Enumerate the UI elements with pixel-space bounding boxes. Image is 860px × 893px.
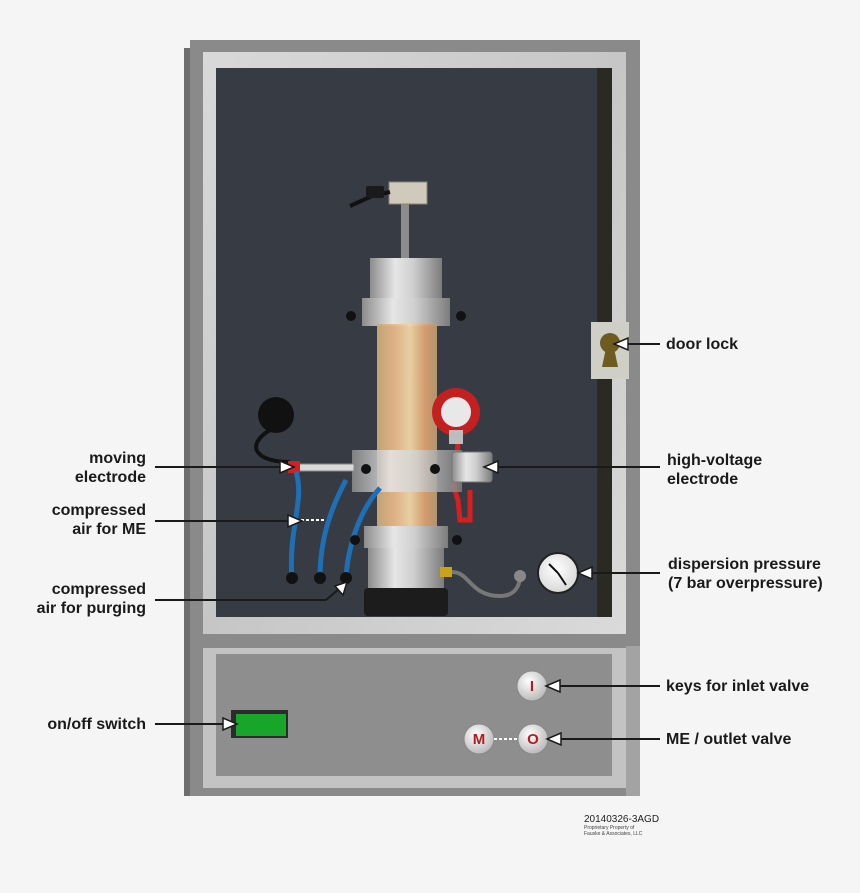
- label-dispersion-pressure: dispersion pressure (7 bar overpressure): [668, 555, 823, 593]
- credit-line2: Fauske & Associates, LLC: [584, 831, 643, 837]
- base-ring: [364, 588, 448, 616]
- outlet-key-label: O: [527, 731, 539, 748]
- label-me-outlet-valve: ME / outlet valve: [666, 731, 792, 748]
- label-moving-electrode-line2: electrode: [74, 469, 146, 486]
- me-valve-key[interactable]: M: [463, 723, 495, 755]
- label-on-off-switch: on/off switch: [47, 716, 146, 733]
- center-block-hole-left: [361, 464, 371, 474]
- blue-hose-3: [343, 486, 382, 579]
- label-keys-inlet-valve: keys for inlet valve: [666, 678, 810, 695]
- lower-flange-bolt-right: [452, 535, 462, 545]
- label-moving-electrode: moving electrode: [75, 449, 146, 487]
- arrowheads: [222, 336, 629, 747]
- gauge-end: [514, 570, 526, 582]
- cabinet-shadow: [184, 48, 192, 796]
- outlet-valve-key[interactable]: O: [517, 723, 549, 755]
- label-compressed-air-purging: compressed air for purging: [37, 580, 146, 618]
- label-compressed-air-purging-line1: compressed: [51, 581, 146, 598]
- lower-flange-bolt-left: [350, 535, 360, 545]
- top-flange-bolt-right: [456, 311, 466, 321]
- lower-cylinder: [368, 548, 444, 590]
- brass-fitting: [440, 567, 452, 577]
- top-cap: [370, 258, 442, 304]
- label-dispersion-pressure-line1: dispersion pressure: [668, 556, 821, 573]
- label-high-voltage-electrode: high-voltage electrode: [667, 451, 762, 489]
- credit-text: Proprietary Property of Fauske & Associa…: [584, 825, 642, 837]
- red-ring-inner: [441, 397, 471, 427]
- cable-reel: [258, 397, 294, 433]
- on-off-switch[interactable]: [236, 714, 286, 736]
- top-bracket: [388, 181, 428, 205]
- callout-arrows: [155, 343, 660, 740]
- hv-connector-top: [449, 430, 463, 444]
- top-connector: [366, 186, 384, 198]
- blue-hose-2: [317, 478, 349, 579]
- gauge-needle: [557, 572, 567, 586]
- label-moving-electrode-line1: moving: [89, 450, 146, 467]
- center-block-hole-right: [430, 464, 440, 474]
- top-flange-bolt-left: [346, 311, 356, 321]
- glass-cylinder: [377, 324, 437, 530]
- rod: [401, 200, 409, 260]
- credit-line1: Proprietary Property of: [584, 825, 635, 831]
- inlet-key-label: I: [530, 678, 534, 695]
- drawing-code: 20140326-3AGD: [584, 814, 660, 825]
- label-door-lock: door lock: [666, 336, 739, 353]
- label-compressed-air-purging-line2: air for purging: [36, 600, 146, 617]
- label-high-voltage-electrode-line1: high-voltage: [667, 452, 763, 469]
- lower-flange: [364, 526, 448, 548]
- inlet-valve-key[interactable]: I: [516, 670, 548, 702]
- me-key-label: M: [473, 731, 486, 748]
- air-fitting-2: [314, 572, 326, 584]
- label-high-voltage-electrode-line2: electrode: [667, 471, 739, 488]
- cabinet-frame-side: [626, 646, 640, 796]
- label-compressed-air-me-line2: air for ME: [72, 521, 146, 538]
- label-compressed-air-me-line1: compressed: [51, 502, 146, 519]
- label-dispersion-pressure-line2: (7 bar overpressure): [668, 575, 823, 592]
- label-compressed-air-me: compressed air for ME: [52, 501, 146, 539]
- air-fitting-3: [340, 572, 352, 584]
- top-flange: [362, 298, 450, 326]
- moving-electrode-rod: [297, 463, 355, 472]
- keyhole-icon: [600, 333, 620, 353]
- air-fitting-1: [286, 572, 298, 584]
